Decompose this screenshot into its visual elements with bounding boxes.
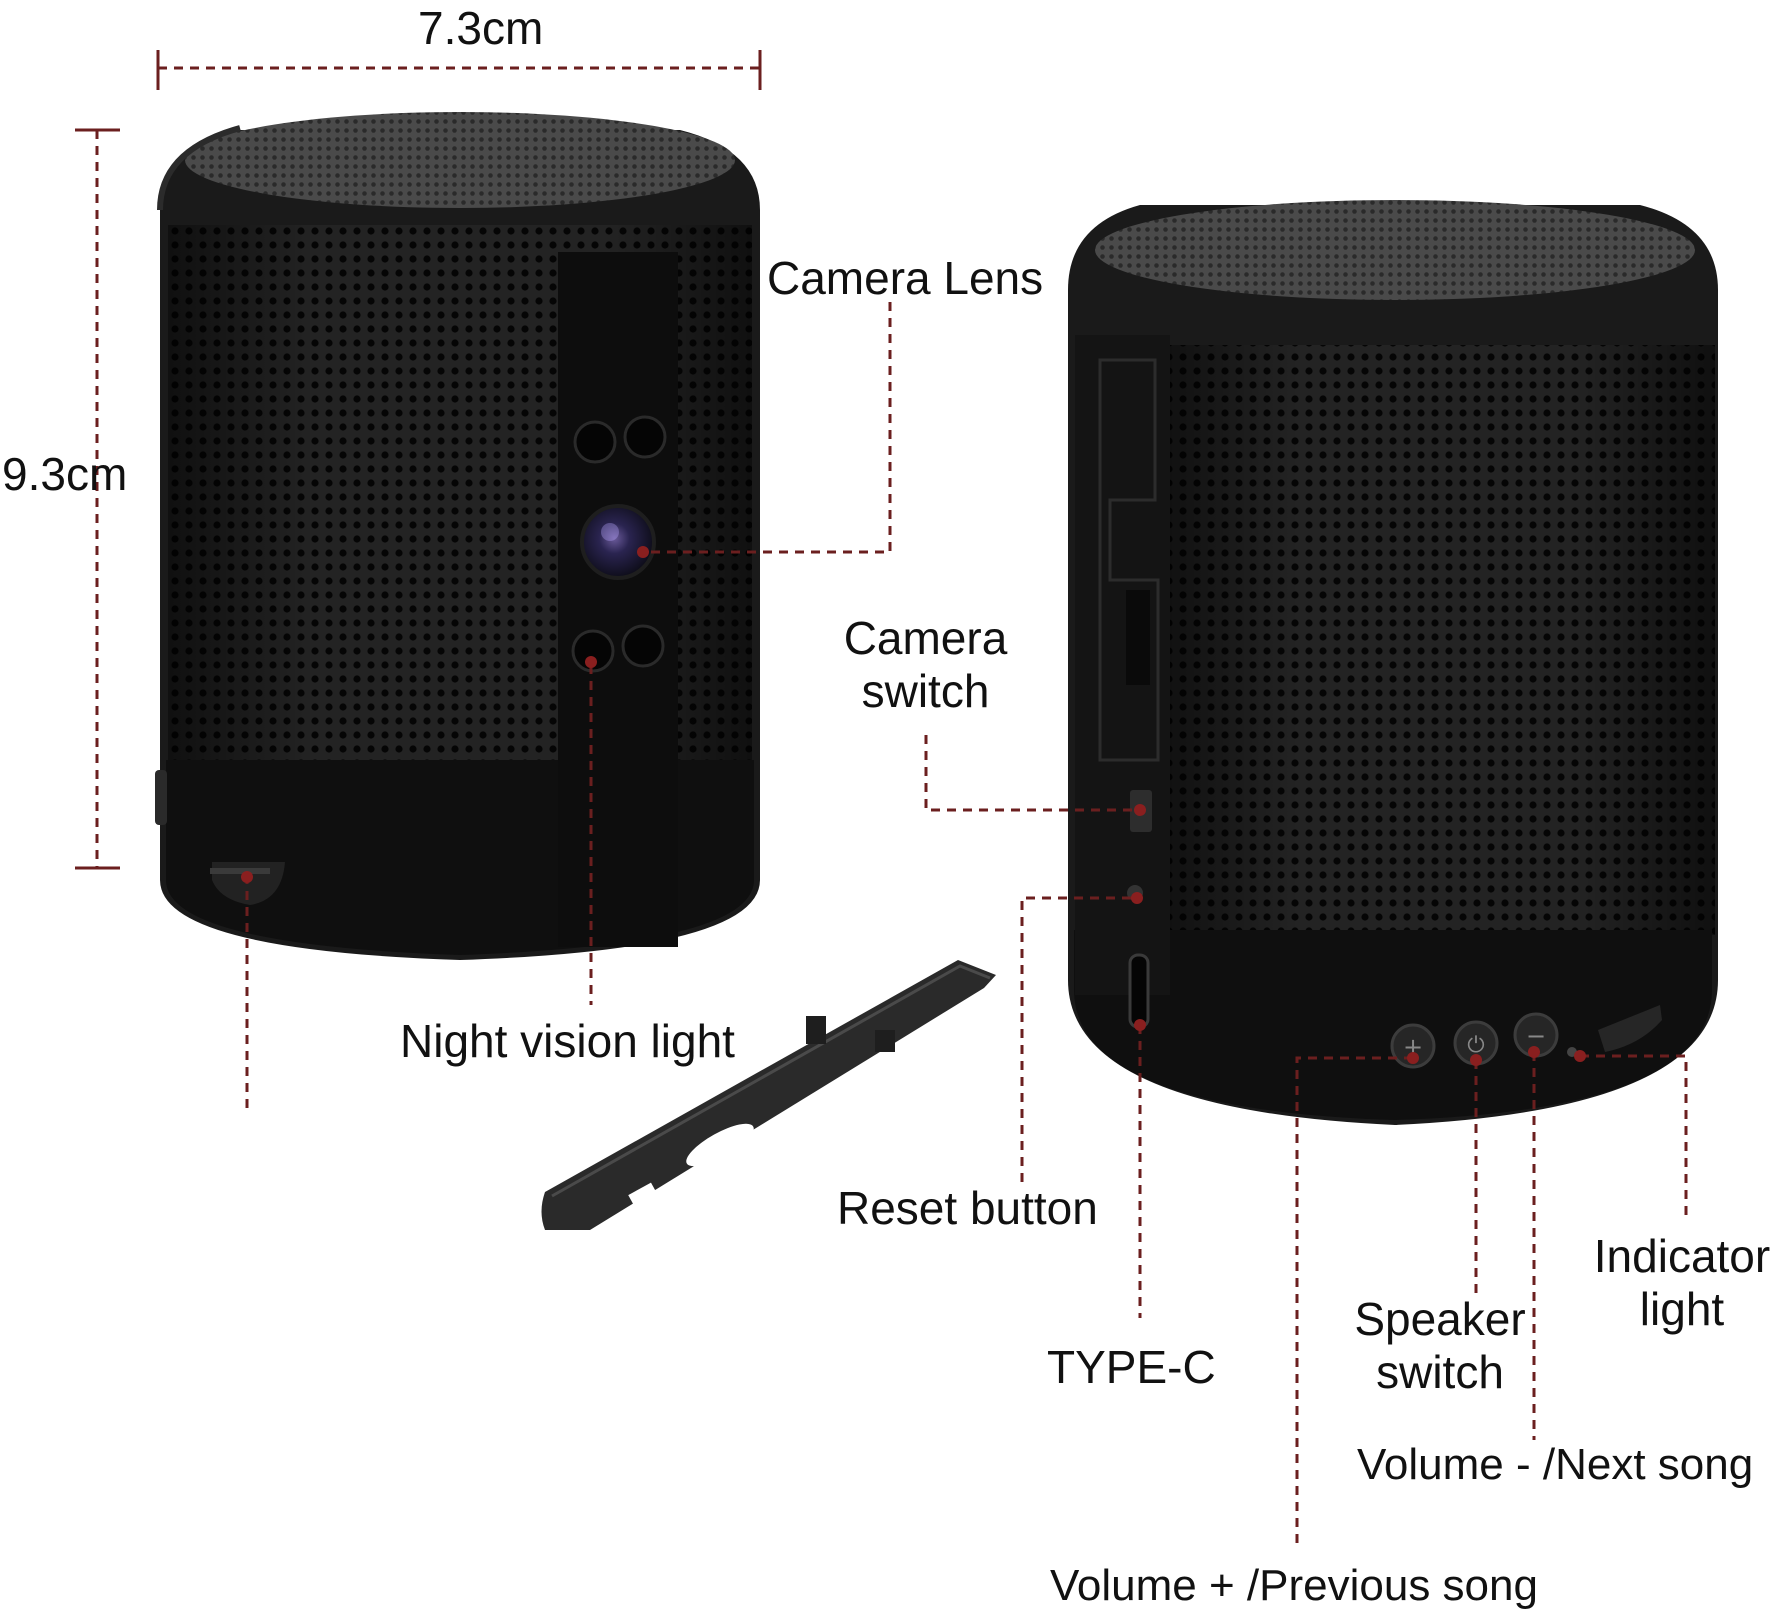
indicator-light-leader (1580, 1054, 1688, 1220)
camera-lens-label: Camera Lens (767, 252, 1044, 304)
camera-lens-leader (640, 302, 892, 554)
left-speaker-top (185, 112, 735, 208)
left-speaker (155, 112, 760, 960)
camera-lens-icon (580, 504, 656, 580)
detached-cover-plate (541, 960, 996, 1230)
height-dimension-label: 9.3cm (2, 448, 128, 500)
ir-led-1 (573, 420, 617, 464)
right-button-row: + ⏻ − (1390, 1005, 1662, 1069)
volume-plus-label: Volume + /Previous song (1050, 1561, 1538, 1610)
width-dimension-label: 7.3cm (418, 2, 544, 54)
minus-icon: − (1526, 1022, 1546, 1050)
volume-plus-button (1390, 1023, 1436, 1069)
camera-switch-leader (924, 735, 1142, 812)
leader-dots (241, 546, 1586, 1066)
type-c-label: TYPE-C (1047, 1341, 1216, 1393)
camera-switch-label-line2: switch (861, 664, 990, 717)
night-vision-light-label: Night vision light (400, 1015, 735, 1067)
right-speaker-band (1074, 930, 1712, 1120)
indicator-light-label-line1: Indicator (1593, 1230, 1771, 1282)
plus-icon: + (1403, 1033, 1423, 1061)
reset-button-label: Reset button (837, 1182, 1098, 1234)
right-bottom-slot (1598, 1005, 1662, 1052)
power-icon: ⏻ (1467, 1033, 1484, 1058)
sd-card-slot (1126, 590, 1150, 685)
volume-plus-leader (1295, 1056, 1413, 1548)
left-side-switch (155, 770, 167, 825)
ir-led-3 (571, 629, 615, 673)
camera-switch-label: Camera switch (838, 612, 1013, 718)
camera-switch-label-line1: Camera (843, 612, 1008, 664)
speaker-switch-label-line2: switch (1376, 1345, 1504, 1398)
speaker-switch-label-line1: Speaker (1354, 1293, 1526, 1345)
ir-led-4 (621, 624, 665, 668)
type-c-port-icon (1128, 953, 1150, 1029)
right-speaker-top (1095, 200, 1695, 300)
reset-button-leader (1020, 896, 1135, 1182)
right-speaker: + ⏻ − (1068, 200, 1718, 1125)
indicator-light-label: Indicator light (1582, 1230, 1782, 1336)
leader-lines (75, 50, 1688, 1548)
speaker-switch-label: Speaker switch (1340, 1293, 1540, 1399)
camera-panel (558, 252, 678, 947)
volume-minus-label: Volume - /Next song (1357, 1440, 1754, 1489)
indicator-light-label-line2: light (1639, 1282, 1725, 1335)
ir-led-2 (623, 415, 667, 459)
